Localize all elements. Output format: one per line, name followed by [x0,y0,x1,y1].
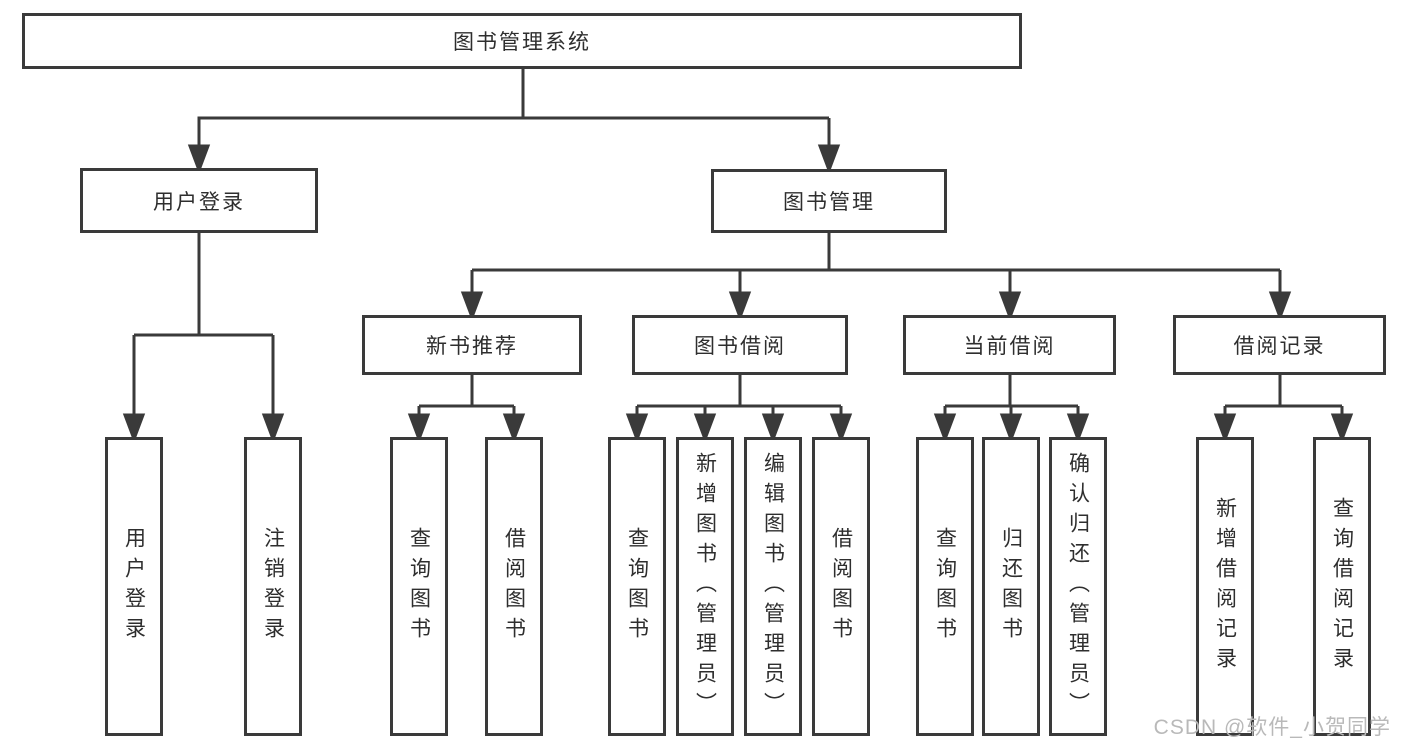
node-label: 注销登录 [261,526,285,647]
node-borrowing-records: 借阅记录 [1173,315,1386,375]
node-user-login: 用户登录 [80,168,318,233]
leaf-user-login: 用户登录 [105,437,163,736]
node-label: 查询图书 [933,526,957,647]
node-label: 图书管理系统 [453,31,591,54]
leaf-query-books-3: 查询图书 [916,437,974,736]
node-label: 查询借阅记录 [1330,496,1354,677]
leaf-edit-books-admin: 编辑图书（管理员） [744,437,802,736]
leaf-query-books-1: 查询图书 [390,437,448,736]
edge-newbook-to-leaves [407,375,526,444]
edge-currentborrow-to-leaves [933,375,1090,444]
node-book-management: 图书管理 [711,169,947,233]
leaf-query-books-2: 查询图书 [608,437,666,736]
leaf-return-books: 归还图书 [982,437,1040,736]
node-label: 新增图书（管理员） [693,451,717,722]
node-book-borrowing: 图书借阅 [632,315,848,375]
leaf-add-books-admin: 新增图书（管理员） [676,437,734,736]
edge-bookmgmt-to-level3 [460,233,1292,322]
node-label: 新书推荐 [426,335,518,358]
leaf-add-borrow-record: 新增借阅记录 [1196,437,1254,736]
node-label: 查询图书 [407,526,431,647]
leaf-borrow-books-2: 借阅图书 [812,437,870,736]
node-label: 借阅记录 [1233,335,1326,358]
node-label: 当前借阅 [963,335,1056,358]
csdn-watermark: CSDN @软件_小贺同学 [1153,716,1391,739]
edge-userlogin-to-leaves [122,233,285,444]
leaf-borrow-books-1: 借阅图书 [485,437,543,736]
node-label: 编辑图书（管理员） [761,451,785,722]
node-label: 新增借阅记录 [1213,496,1237,677]
node-label: 借阅图书 [829,526,853,647]
node-label: 借阅图书 [502,526,526,647]
node-label: 确认归还（管理员） [1066,451,1090,722]
edge-bookborrow-to-leaves [625,375,853,444]
edge-records-to-leaves [1213,375,1354,444]
leaf-query-borrow-record: 查询借阅记录 [1313,437,1371,736]
node-current-borrowing: 当前借阅 [903,315,1116,375]
edge-root-to-level2 [187,69,841,175]
node-new-book-recommend: 新书推荐 [362,315,582,375]
leaf-confirm-return-admin: 确认归还（管理员） [1049,437,1107,736]
leaf-logout: 注销登录 [244,437,302,736]
node-label: 图书管理 [783,191,875,214]
node-label: 归还图书 [999,526,1023,647]
node-label: 用户登录 [122,526,146,647]
node-library-management-system: 图书管理系统 [22,13,1022,69]
node-label: 查询图书 [625,526,649,647]
node-label: 图书借阅 [694,335,786,358]
node-label: 用户登录 [153,190,245,214]
